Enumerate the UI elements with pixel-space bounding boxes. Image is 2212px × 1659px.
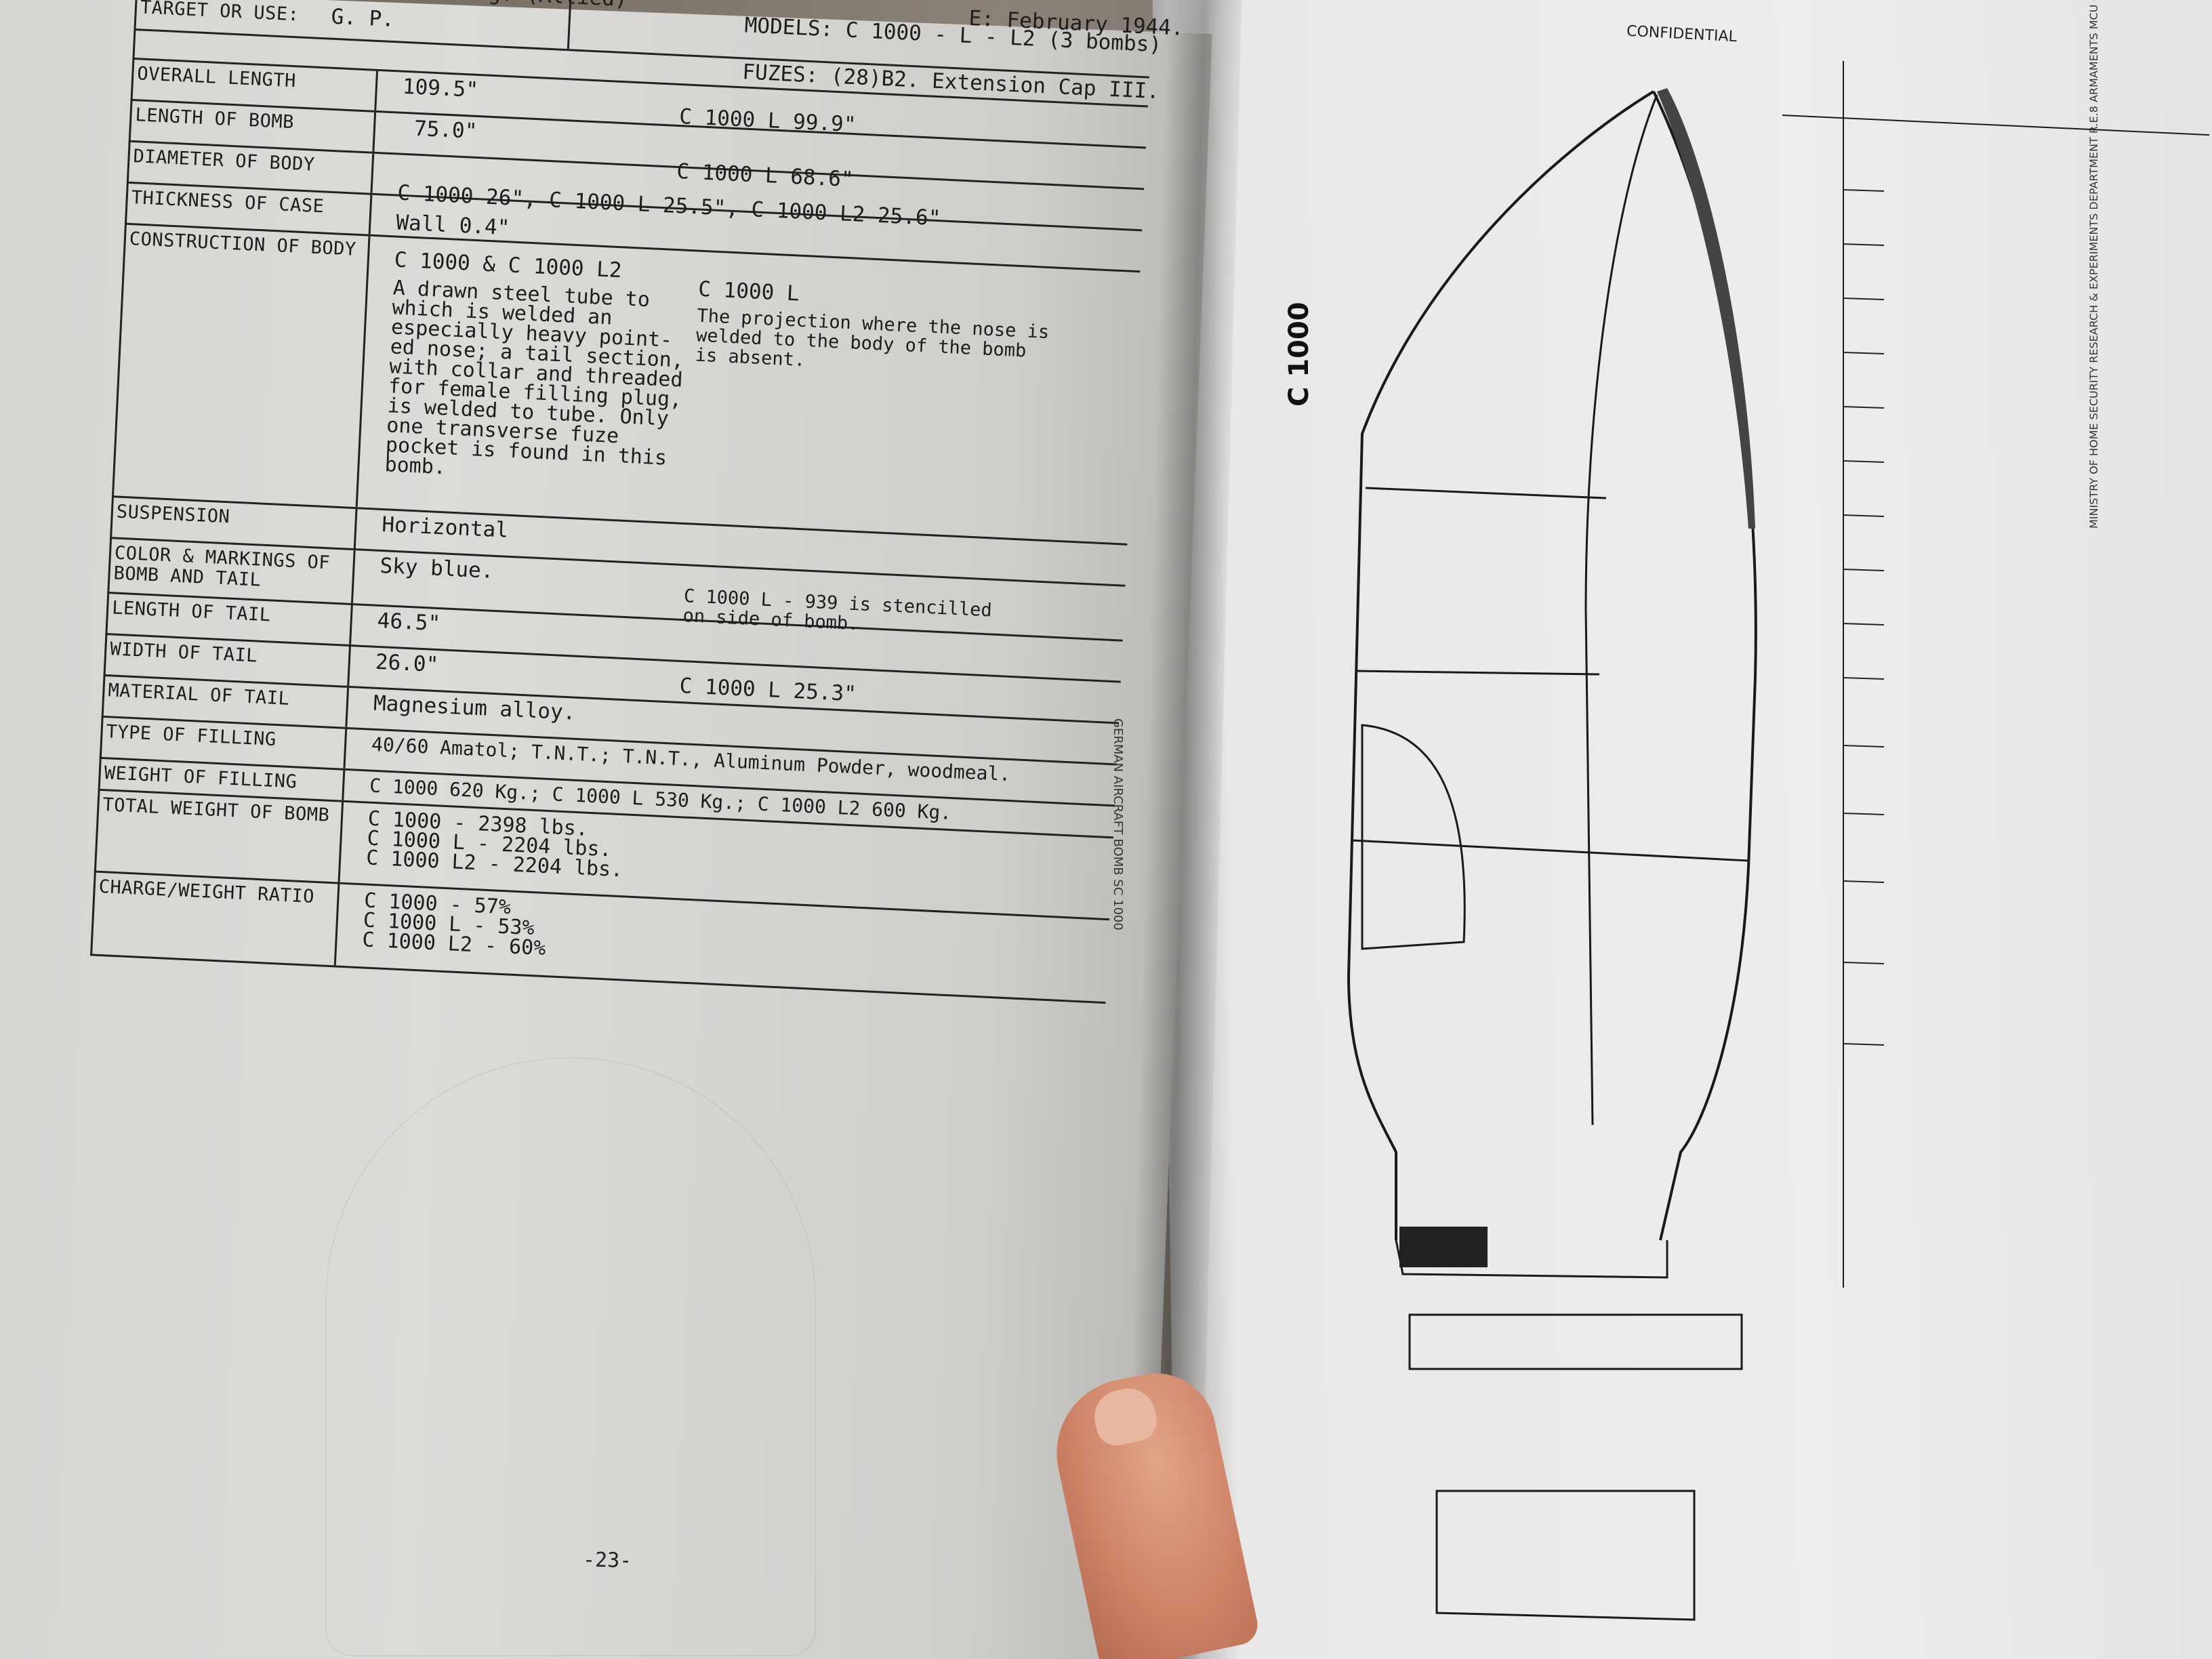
column-divider (345, 687, 350, 727)
page-number: -23- (582, 1548, 632, 1573)
cutaway-outline (1361, 724, 1466, 950)
spec-table: TARGET OR USE: G. P. g. (Allied) E: Febr… (90, 0, 1184, 1004)
width-of-tail-value-2: C 1000 L 25.3" (678, 673, 857, 707)
row-construction: CONSTRUCTION OF BODY C 1000 & C 1000 L2 … (111, 224, 1141, 546)
material-of-tail-value: Magnesium alloy. (373, 691, 577, 725)
column-divider (372, 112, 377, 152)
column-divider (355, 236, 371, 508)
overall-length-value: 109.5" (402, 74, 479, 102)
column-divider (370, 153, 375, 193)
nose-hatching (1657, 88, 1755, 529)
construction-col2-title: C 1000 L (697, 276, 800, 306)
bomb-section-drawing: C 1000 (1284, 61, 2209, 1621)
thickness-value: Wall 0.4" (395, 210, 511, 241)
bomb-outline (1347, 61, 2209, 1621)
drawing-title: C 1000 (1284, 302, 1315, 407)
length-of-bomb-value: 75.0" (413, 116, 478, 144)
color-markings-label: COLOR & MARKINGS OF BOMB AND TAIL (112, 542, 331, 591)
show-through-outline (325, 1057, 816, 1656)
tail-filling (1399, 1227, 1488, 1267)
dimension-ticks (1843, 189, 1885, 1046)
color-markings-value: Sky blue. (379, 553, 495, 583)
length-of-tail-value: 46.5" (376, 608, 441, 636)
column-divider (374, 70, 378, 110)
side-caption-right: MINISTRY OF HOME SECURITY RESEARCH & EXP… (2087, 0, 2100, 529)
column-divider (353, 509, 358, 549)
column-divider (368, 194, 373, 234)
column-divider (342, 770, 346, 800)
suspension-value: Horizontal (381, 512, 509, 543)
target-value: G. P. (330, 4, 395, 33)
total-weight-value: C 1000 - 2398 lbs. C 1000 L - 2204 lbs. … (365, 806, 623, 882)
column-divider (343, 729, 348, 769)
charge-weight-value: C 1000 - 57% C 1000 L - 53% C 1000 L2 - … (361, 888, 547, 961)
column-divider (349, 605, 353, 645)
column-divider (347, 646, 351, 686)
construction-col1-title: C 1000 & C 1000 L2 (394, 247, 623, 283)
width-of-tail-value: 26.0" (375, 649, 439, 678)
side-caption-left: GERMAN AIRCRAFT BOMB SC 1000 (1111, 718, 1125, 930)
construction-col2-text: The projection where the nose is welded … (695, 305, 1050, 371)
construction-col1-text: A drawn steel tube to which is welded an… (384, 276, 684, 480)
